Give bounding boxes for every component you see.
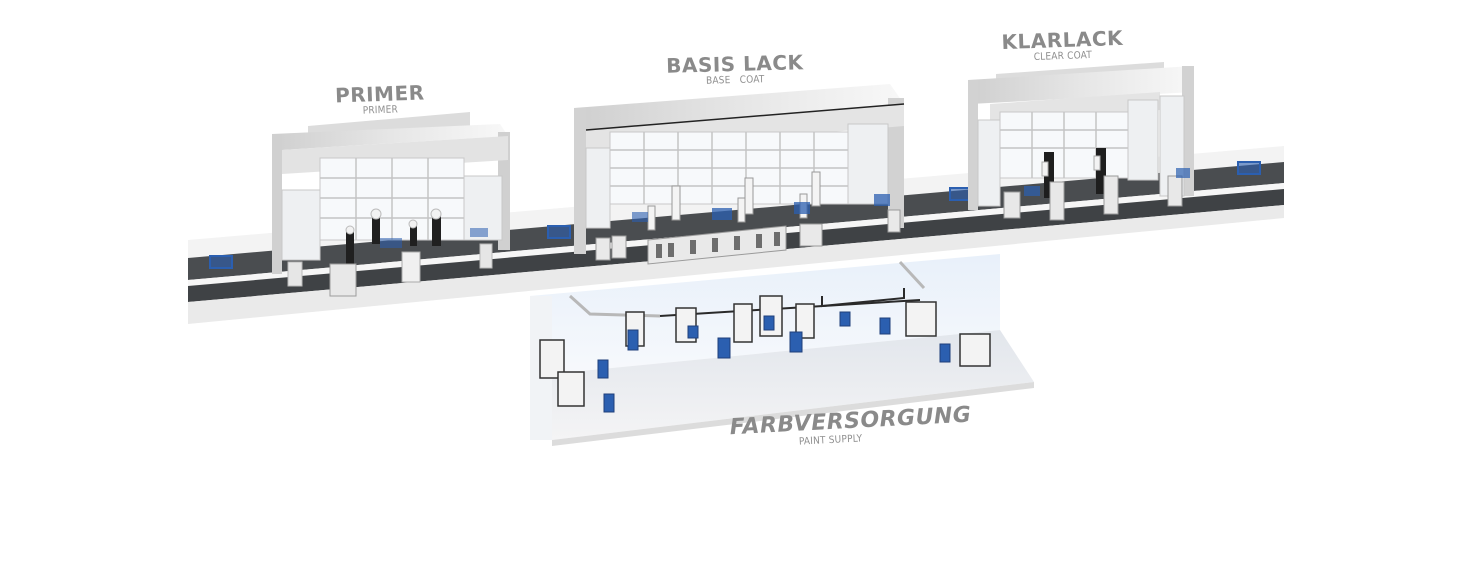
station-label-basecoat: BASIS LACK BASE COAT <box>660 50 811 88</box>
station-title: BASIS LACK <box>665 50 804 78</box>
station-label-primer: PRIMER PRIMER <box>329 80 430 117</box>
station-title: PRIMER <box>334 80 425 108</box>
primer-booth <box>272 112 510 297</box>
paint-supply-room <box>530 254 1034 446</box>
station-title: KLARLACK <box>1001 25 1124 55</box>
clearcoat-booth <box>968 62 1194 221</box>
station-label-clearcoat: KLARLACK CLEAR COAT <box>999 25 1125 64</box>
basecoat-booth <box>574 84 905 265</box>
carrier-skids <box>209 161 1261 269</box>
